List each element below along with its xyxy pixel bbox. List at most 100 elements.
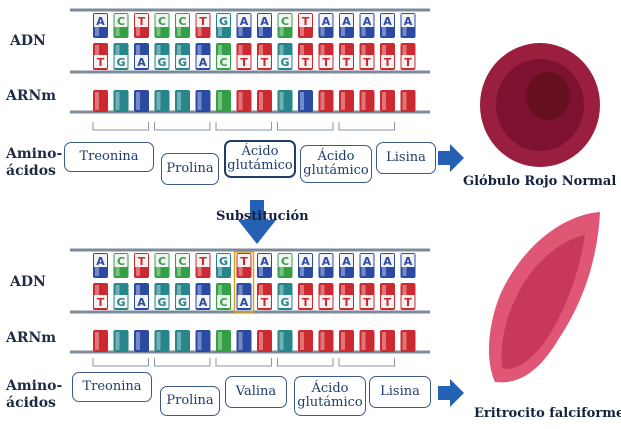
dna-letter-tab xyxy=(196,254,210,267)
amino-box-bottom-3: Valina xyxy=(225,376,287,408)
dna-letter-tab xyxy=(258,14,271,27)
dna-letter-tab xyxy=(258,254,271,267)
rna-nucleotide-shine xyxy=(136,332,140,350)
dna-letter-tab xyxy=(176,14,189,27)
dna-letter-bottom-lower: G xyxy=(116,296,125,309)
substitution-label: Substitución xyxy=(216,209,309,224)
dna-letter-top-upper: T xyxy=(302,15,310,28)
dna-letter-bottom-lower: G xyxy=(280,296,289,309)
rna-nucleotide-shine xyxy=(402,332,407,350)
dna-letter-top-upper: A xyxy=(240,15,249,28)
dna-letter-tab xyxy=(360,254,374,267)
codon-bracket-bottom xyxy=(338,358,395,367)
mutation-highlight xyxy=(233,251,255,313)
dna-letter-top-lower: C xyxy=(219,56,227,69)
dna-letter-tab xyxy=(319,55,333,68)
dna-letter-bottom-upper: C xyxy=(281,255,289,268)
dna-letter-tab xyxy=(155,254,169,267)
sickle-cell-inner xyxy=(501,235,585,369)
rna-nucleotide-shine xyxy=(361,92,366,110)
dna-letter-tab xyxy=(217,14,230,27)
dna-letter-top-upper: A xyxy=(260,15,269,28)
dna-letter-bottom-upper: T xyxy=(199,255,207,268)
dna-letter-tab xyxy=(299,295,312,308)
dna-letter-tab xyxy=(319,254,333,267)
dna-letter-bottom-lower: T xyxy=(363,296,371,309)
dna-letter-tab xyxy=(340,254,353,267)
rna-nucleotide-shine xyxy=(115,92,120,110)
amino-box-top-1: Treonina xyxy=(64,142,154,172)
dna-letter-tab xyxy=(196,14,210,27)
dna-letter-tab xyxy=(237,254,251,267)
dna-letter-tab xyxy=(381,295,394,308)
dna-letter-top-upper: C xyxy=(158,15,166,28)
dna-letter-tab xyxy=(196,55,210,68)
dna-letter-top-upper: A xyxy=(404,15,413,28)
dna-letter-tab xyxy=(401,14,415,27)
rna-nucleotide-shine xyxy=(218,92,222,110)
rna-nucleotide-shine xyxy=(95,332,99,350)
rna-nucleotide-shine xyxy=(341,332,345,350)
dna-letter-bottom-lower: T xyxy=(302,296,310,309)
dna-letter-top-lower: T xyxy=(384,56,392,69)
codon-bracket-top xyxy=(92,122,149,131)
dna-letter-top-upper: T xyxy=(199,15,207,28)
dna-letter-top-lower: T xyxy=(363,56,371,69)
amino-box-top-2: Prolina xyxy=(161,153,219,185)
dna-letter-top-upper: A xyxy=(322,15,331,28)
dna-letter-tab xyxy=(381,254,394,267)
dna-letter-tab xyxy=(299,55,312,68)
codon-bracket-top xyxy=(338,122,395,131)
dna-letter-top-upper: C xyxy=(281,15,289,28)
rna-nucleotide-shine xyxy=(177,92,181,110)
dna-letter-tab xyxy=(299,14,312,27)
substitution-arrow xyxy=(238,200,276,244)
dna-letter-tab xyxy=(217,254,230,267)
dna-letter-tab xyxy=(217,55,230,68)
dna-letter-top-upper: C xyxy=(117,15,125,28)
dna-letter-bottom-lower: T xyxy=(322,296,330,309)
dna-letter-tab xyxy=(94,254,107,267)
amino-box-bottom-4: Ácido glutámico xyxy=(294,376,366,416)
dna-letter-tab xyxy=(381,55,394,68)
dna-letter-top-lower: T xyxy=(240,56,248,69)
dna-letter-bottom-upper: A xyxy=(301,255,310,268)
dna-letter-bottom-lower: A xyxy=(240,296,249,309)
dna-letter-top-upper: T xyxy=(138,15,146,28)
dna-letter-tab xyxy=(176,55,189,68)
amino-label-top: Amino- ácidos xyxy=(6,146,63,179)
dna-letter-tab xyxy=(114,55,128,68)
rna-nucleotide-shine xyxy=(259,92,263,110)
dna-letter-top-lower: T xyxy=(322,56,330,69)
dna-letter-tab xyxy=(176,295,189,308)
rna-nucleotide-shine xyxy=(320,92,325,110)
dna-letter-tab xyxy=(340,14,353,27)
rna-nucleotide-shine xyxy=(238,332,243,350)
dna-letter-top-lower: G xyxy=(157,56,166,69)
dna-letter-top-lower: G xyxy=(116,56,125,69)
dna-letter-bottom-upper: C xyxy=(178,255,186,268)
adn-label-bottom: ADN xyxy=(10,274,46,290)
rna-nucleotide-shine xyxy=(156,332,161,350)
rna-nucleotide-shine xyxy=(300,92,304,110)
dna-letter-tab xyxy=(360,295,374,308)
dna-letter-top-lower: A xyxy=(199,56,208,69)
dna-letter-top-upper: A xyxy=(363,15,372,28)
dna-letter-bottom-upper: A xyxy=(96,255,105,268)
dna-letter-bottom-lower: T xyxy=(343,296,351,309)
dna-letter-bottom-upper: G xyxy=(219,255,228,268)
dna-letter-tab xyxy=(360,55,374,68)
dna-letter-tab xyxy=(176,254,189,267)
normal-cell-caption: Glóbulo Rojo Normal xyxy=(463,174,617,189)
dna-letter-bottom-lower: T xyxy=(384,296,392,309)
dna-letter-top-upper: C xyxy=(178,15,186,28)
dna-letter-tab xyxy=(155,295,169,308)
dna-letter-tab xyxy=(319,295,333,308)
dna-letter-top-lower: G xyxy=(280,56,289,69)
dna-letter-tab xyxy=(94,55,107,68)
arnm-label-top: ARNm xyxy=(6,88,57,104)
dna-letter-tab xyxy=(278,14,292,27)
dna-letter-tab xyxy=(278,254,292,267)
adn-label-top: ADN xyxy=(10,33,46,49)
dna-letter-bottom-lower: T xyxy=(404,296,412,309)
